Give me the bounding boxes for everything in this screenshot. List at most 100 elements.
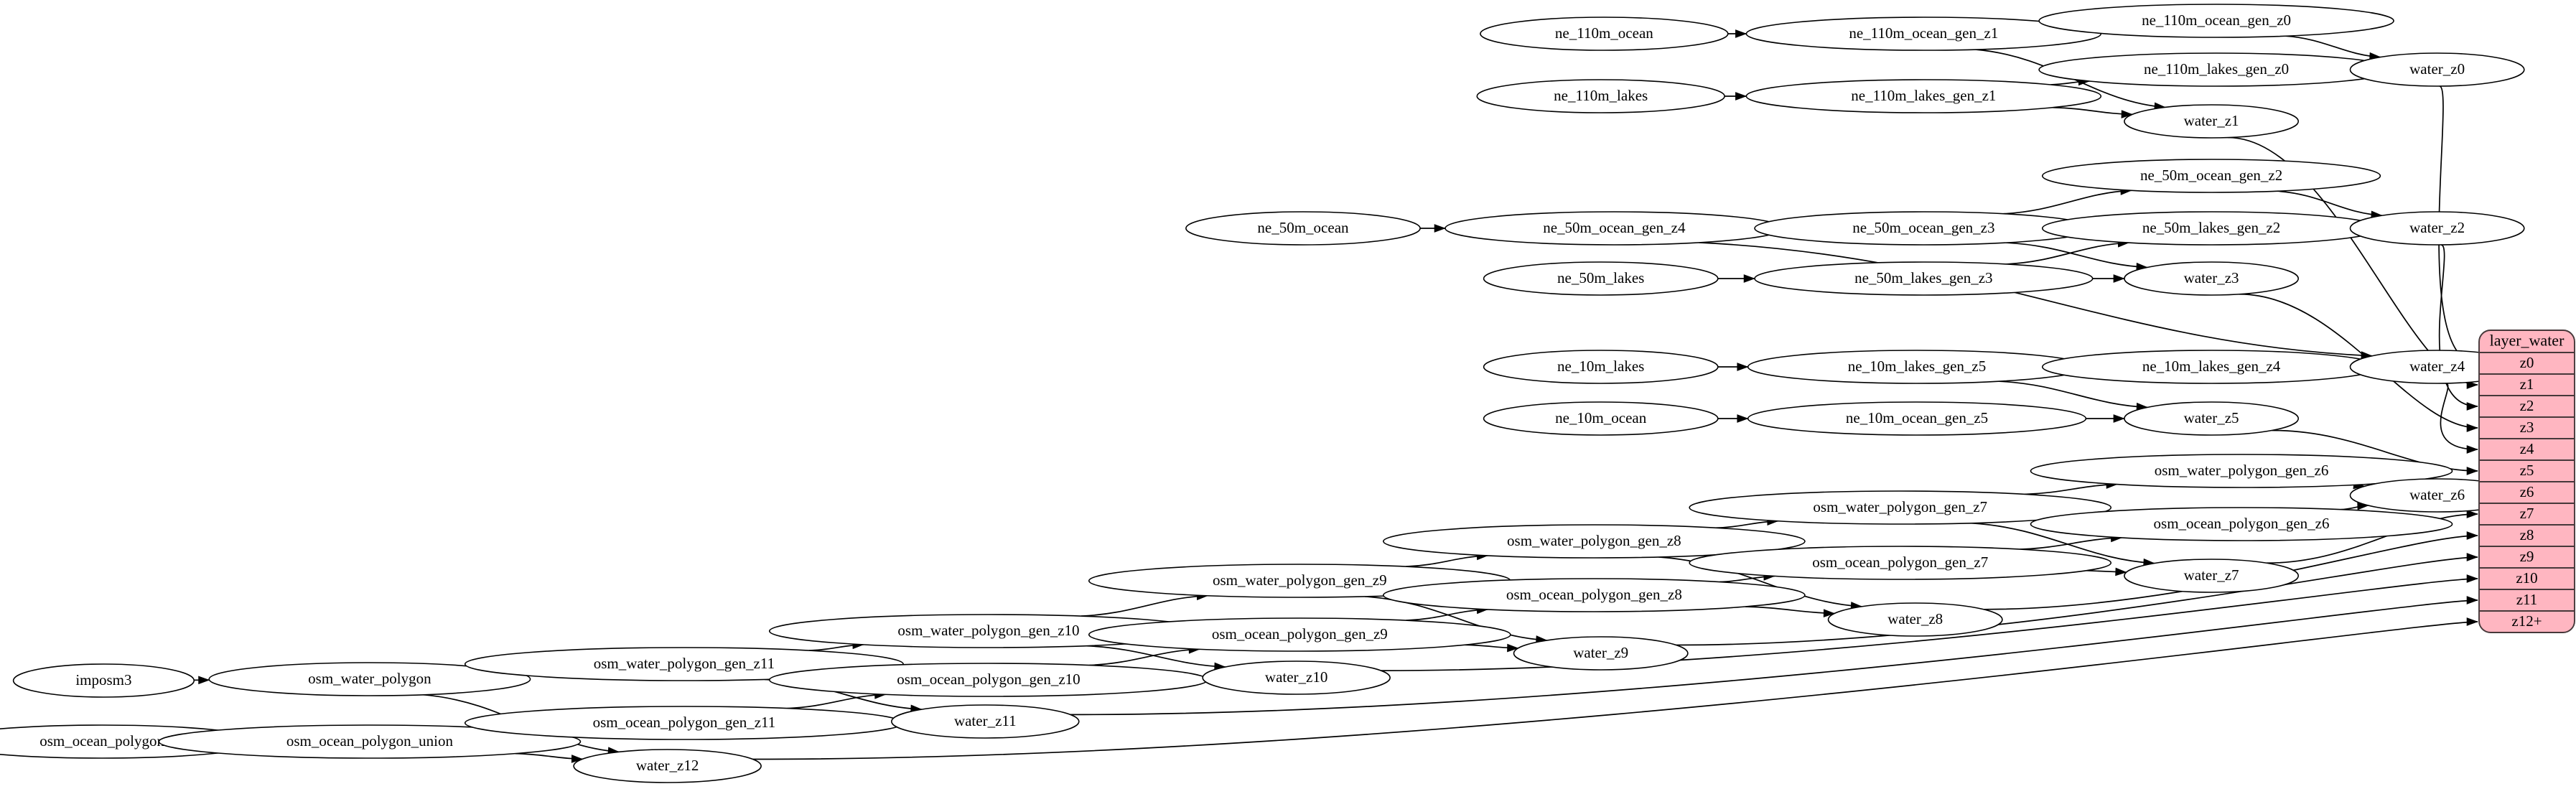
node-label: osm_ocean_polygon_gen_z6 (2154, 515, 2330, 532)
edge-arrowhead (2466, 402, 2478, 411)
graph-node-osm_ocean_polygon_union[interactable]: osm_ocean_polygon_union (158, 724, 582, 759)
graph-node-water_z8[interactable]: water_z8 (1827, 602, 2003, 637)
graph-node-water_z12[interactable]: water_z12 (573, 749, 762, 783)
graph-node-ne_10m_ocean_gen_z5[interactable]: ne_10m_ocean_gen_z5 (1747, 401, 2087, 436)
graph-node-water_z0[interactable]: water_z0 (2349, 52, 2525, 87)
graph-edge (1658, 556, 1862, 607)
graph-node-ne_50m_ocean[interactable]: ne_50m_ocean (1185, 211, 1421, 246)
node-ellipse (573, 749, 762, 783)
graph-node-ne_50m_lakes[interactable]: ne_50m_lakes (1483, 261, 1719, 296)
node-ellipse (2124, 559, 2300, 593)
graph-node-ne_110m_lakes_gen_z0[interactable]: ne_110m_lakes_gen_z0 (2038, 52, 2394, 87)
node-ellipse (2030, 454, 2453, 488)
edge-arrowhead (2113, 274, 2125, 283)
edge-arrowhead (2466, 424, 2478, 432)
graph-node-ne_10m_ocean[interactable]: ne_10m_ocean (1483, 401, 1719, 436)
graph-node-water_z2[interactable]: water_z2 (2349, 211, 2525, 246)
node-ellipse (12, 663, 195, 698)
node-label: water_z9 (1573, 644, 1628, 661)
graph-node-ne_10m_lakes[interactable]: ne_10m_lakes (1483, 350, 1719, 384)
node-ellipse (1088, 617, 1511, 652)
node-ellipse (2041, 159, 2381, 193)
graph-node-ne_10m_lakes_gen_z5[interactable]: ne_10m_lakes_gen_z5 (1747, 350, 2087, 384)
node-label: ne_10m_ocean_gen_z5 (1846, 409, 1988, 426)
edge-arrowhead (2466, 381, 2478, 389)
record-row-z12+[interactable]: z12+ (2511, 612, 2542, 630)
node-label: ne_50m_ocean_gen_z4 (1543, 219, 1686, 236)
graph-node-water_z9[interactable]: water_z9 (1513, 636, 1689, 671)
node-ellipse (1689, 546, 2112, 580)
graph-node-water_z1[interactable]: water_z1 (2124, 104, 2300, 139)
graph-edge (1089, 648, 1200, 666)
node-label: water_z10 (1265, 668, 1327, 686)
node-label: ne_50m_lakes (1557, 269, 1644, 286)
record-node-layer: layer_waterz0z1z2z3z4z5z6z7z8z9z10z11z12… (2478, 330, 2575, 633)
graph-node-ne_10m_lakes_gen_z4[interactable]: ne_10m_lakes_gen_z4 (2041, 350, 2381, 384)
graph-node-osm_water_polygon_gen_z6[interactable]: osm_water_polygon_gen_z6 (2030, 454, 2453, 488)
node-ellipse (1483, 261, 1719, 296)
graph-node-water_z10[interactable]: water_z10 (1202, 660, 1391, 695)
record-row-z9[interactable]: z9 (2520, 548, 2534, 565)
graph-node-ne_50m_lakes_gen_z3[interactable]: ne_50m_lakes_gen_z3 (1754, 261, 2094, 296)
graph-node-water_z5[interactable]: water_z5 (2124, 401, 2300, 436)
node-label: water_z11 (954, 712, 1017, 729)
node-ellipse (1827, 602, 2003, 637)
record-node-layer-water[interactable]: layer_waterz0z1z2z3z4z5z6z7z8z9z10z11z12… (2478, 330, 2575, 633)
graph-node-osm_ocean_polygon_gen_z9[interactable]: osm_ocean_polygon_gen_z9 (1088, 617, 1511, 652)
graph-edge (2020, 537, 2122, 550)
node-label: ne_10m_lakes_gen_z5 (1848, 358, 1986, 375)
graph-edge (787, 694, 886, 709)
graph-node-ne_110m_ocean_gen_z1[interactable]: ne_110m_ocean_gen_z1 (1745, 17, 2102, 51)
graph-edge (2438, 244, 2478, 407)
graph-node-ne_110m_lakes_gen_z1[interactable]: ne_110m_lakes_gen_z1 (1745, 79, 2102, 113)
node-ellipse (1745, 79, 2102, 113)
node-ellipse (1689, 490, 2112, 525)
graph-node-osm_water_polygon_gen_z8[interactable]: osm_water_polygon_gen_z8 (1383, 524, 1806, 559)
record-row-z10[interactable]: z10 (2516, 569, 2537, 587)
node-label: osm_ocean_polygon_gen_z10 (897, 671, 1080, 688)
graph-node-ne_50m_ocean_gen_z2[interactable]: ne_50m_ocean_gen_z2 (2041, 159, 2381, 193)
edge-arrowhead (1823, 609, 1836, 617)
record-row-z6[interactable]: z6 (2520, 483, 2534, 500)
graph-node-water_z3[interactable]: water_z3 (2124, 261, 2300, 296)
node-label: water_z7 (2184, 566, 2239, 584)
graph-node-osm_ocean_polygon_gen_z11[interactable]: osm_ocean_polygon_gen_z11 (464, 706, 904, 740)
graph-node-osm_ocean_polygon_gen_z6[interactable]: osm_ocean_polygon_gen_z6 (2030, 507, 2453, 541)
record-row-z0[interactable]: z0 (2520, 354, 2534, 371)
graph-edge (1745, 606, 1835, 615)
graph-node-ne_50m_lakes_gen_z2[interactable]: ne_50m_lakes_gen_z2 (2041, 211, 2381, 246)
node-label: ne_10m_lakes_gen_z4 (2142, 358, 2281, 375)
graph-node-ne_110m_ocean[interactable]: ne_110m_ocean (1480, 17, 1729, 51)
graph-node-ne_110m_ocean_gen_z0[interactable]: ne_110m_ocean_gen_z0 (2038, 4, 2394, 38)
graph-node-ne_110m_lakes[interactable]: ne_110m_lakes (1476, 79, 1725, 113)
record-row-z3[interactable]: z3 (2520, 419, 2534, 436)
edge-arrowhead (2466, 445, 2478, 454)
graph-edge (2272, 429, 2478, 472)
graph-node-water_z7[interactable]: water_z7 (2124, 559, 2300, 593)
node-label: ne_50m_ocean_gen_z2 (2140, 167, 2282, 184)
record-row-z2[interactable]: z2 (2520, 397, 2534, 414)
graph-edge (2277, 190, 2382, 217)
record-row-z4[interactable]: z4 (2520, 440, 2534, 457)
node-ellipse (2124, 261, 2300, 296)
edge-arrowhead (1735, 29, 1747, 38)
graph-node-ne_50m_ocean_gen_z4[interactable]: ne_50m_ocean_gen_z4 (1445, 211, 1784, 246)
graph-node-osm_ocean_polygon_gen_z7[interactable]: osm_ocean_polygon_gen_z7 (1689, 546, 2112, 580)
record-row-z5[interactable]: z5 (2520, 462, 2534, 479)
graph-edge (1081, 594, 1208, 617)
graph-node-osm_water_polygon_gen_z7[interactable]: osm_water_polygon_gen_z7 (1689, 490, 2112, 525)
node-label: ne_50m_ocean (1257, 219, 1349, 236)
graph-node-imposm3[interactable]: imposm3 (12, 663, 195, 698)
record-row-z1[interactable]: z1 (2520, 375, 2534, 393)
graph-node-osm_ocean_polygon_gen_z10[interactable]: osm_ocean_polygon_gen_z10 (768, 663, 1208, 697)
edge-arrowhead (2466, 553, 2478, 561)
record-row-z8[interactable]: z8 (2520, 526, 2534, 543)
graph-node-water_z11[interactable]: water_z11 (891, 704, 1080, 739)
node-label: water_z0 (2409, 60, 2465, 78)
graph-node-osm_ocean_polygon_gen_z8[interactable]: osm_ocean_polygon_gen_z8 (1383, 578, 1806, 612)
record-row-z11[interactable]: z11 (2516, 591, 2538, 608)
graph-node-ne_50m_ocean_gen_z3[interactable]: ne_50m_ocean_gen_z3 (1754, 211, 2094, 246)
graph-node-osm_water_polygon[interactable]: osm_water_polygon (208, 662, 531, 696)
record-row-z7[interactable]: z7 (2520, 505, 2534, 522)
